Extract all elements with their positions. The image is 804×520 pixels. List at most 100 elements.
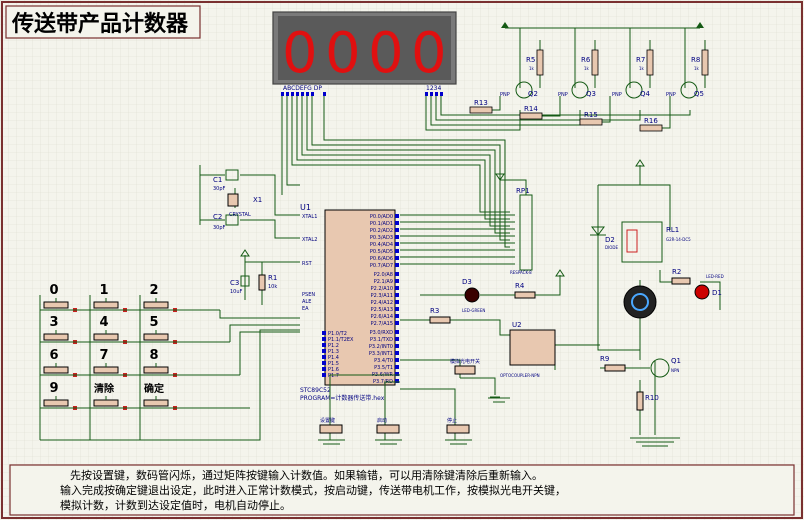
q5-ref: Q5 [694,90,704,98]
led-d1 [694,284,710,300]
description-line-3: 模拟计数，计数到达设定值时，电机自动停止。 [60,498,291,512]
p0-pin-marker-7 [395,263,399,267]
mcu-rst: RST [302,261,313,267]
q1-val: NPN [671,368,679,373]
p3-pin-7: P3.7/RD [373,379,393,385]
r7-val: 1k [639,66,645,71]
rp1-bus [400,173,527,265]
led-d3 [464,287,480,303]
keypad-button-label-3: 3 [49,315,58,330]
mcu-ea: EA [302,306,309,312]
r5-ref: R5 [526,56,535,64]
r5-val: 1k [529,66,535,71]
p2-pin-marker-5 [395,307,399,311]
p1-pin-marker-3 [322,349,326,353]
keypad-switch-body-9 [43,399,69,407]
q5-val: PNP [666,92,676,98]
r14-ref: R14 [524,105,538,113]
rp1-val: RESPACK-8 [510,270,532,275]
relay-rl1: RL1 G2R-14-DC5 [621,221,691,263]
keypad-switch-body-3 [43,333,69,341]
d3-ref: D3 [462,278,472,286]
sim-switch[interactable] [454,365,476,375]
keypad-switch-body-8 [143,366,169,374]
keypad-button-label-9: 9 [49,381,58,396]
display-digit-2: 0 [325,21,361,86]
u2-val: OPTOCOUPLER-NPN [500,373,540,378]
c1-val: 30pF [213,186,226,192]
resistor-r8 [701,49,709,76]
u2-ref: U2 [512,321,522,329]
resistor-r9 [604,364,626,372]
p0-pin-marker-4 [395,242,399,246]
p2-pin-3: P2.3/A11 [371,293,393,299]
p2-pin-1: P2.1/A9 [374,279,393,285]
r4-ref: R4 [515,282,525,290]
crystal-x1 [227,193,239,207]
r1-val: 10k [268,284,277,290]
r1-ref: R1 [268,274,277,282]
start-button-label: 启动 [377,417,387,424]
rl1-ref: RL1 [666,226,679,234]
keypad-switch-body-1 [93,301,119,309]
mcu-xtal1: XTAL1 [302,214,317,220]
p2-pin-6: P2.6/A14 [371,314,393,320]
q3-val: PNP [558,92,568,98]
p2-pin-marker-4 [395,300,399,304]
display-seg-bus [281,96,691,248]
p1-pin-6: P1.6 [328,367,339,373]
p0-pin-4: P0.4/AD4 [370,242,393,248]
p0-pin-5: P0.5/AD5 [370,249,393,255]
resistor-r3 [429,316,451,324]
r10-ref: R10 [645,394,659,402]
resistor-r5 [536,49,544,76]
p1-pin-7: P1.7 [328,373,339,379]
stop-button-label: 停止 [447,417,457,424]
pnp-q3: Q3 PNP [558,81,596,99]
p0-pin-3: P0.3/AD3 [370,235,393,241]
sim-switch-label: 模拟光电开关 [450,358,480,365]
q2-val: PNP [500,92,510,98]
q4-val: PNP [612,92,622,98]
p2-pin-marker-0 [395,272,399,276]
p2-pin-0: P2.0/A8 [374,272,393,278]
keypad-switch-body-0 [43,301,69,309]
p3-pin-marker-4 [395,358,399,362]
p0-pin-7: P0.7/AD7 [370,263,393,269]
pnp-q2: Q2 PNP [500,81,538,99]
r6-ref: R6 [581,56,591,64]
p1-pin-marker-6 [322,367,326,371]
capacitor-c3 [240,275,250,287]
start-button[interactable] [376,424,400,434]
p3-pin-3: P3.3/INT1 [369,351,393,357]
p3-pin-2: P3.2/INT0 [369,344,393,350]
p0-pin-6: P0.6/AD6 [370,256,393,262]
mcu-name: STC89C52 [300,387,331,394]
p3-pin-marker-2 [395,344,399,348]
display-digit-1: 0 [282,21,318,86]
d1-val: LED-RED [706,274,724,279]
resistor-r13 [469,106,493,114]
q4-ref: Q4 [640,90,651,98]
p3-pin-marker-1 [395,337,399,341]
p2-pin-marker-6 [395,314,399,318]
c3-ref: C3 [230,279,239,287]
p3-pin-marker-7 [395,379,399,383]
r13-ref: R13 [474,99,488,107]
description-line-1: 先按设置键，数码管闪烁，通过矩阵按键输入计数值。如果输错，可以用清除键清除后重新… [70,468,543,482]
keypad-button-label-6: 6 [49,348,58,363]
p3-pin-4: P3.4/T0 [374,358,393,364]
set-button[interactable] [319,424,343,434]
crystal-wires [199,165,300,239]
p0-pin-marker-6 [395,256,399,260]
p3-pin-1: P3.1/TXD [370,337,393,343]
motor [623,285,657,319]
p3-pin-marker-6 [395,372,399,376]
mcu-ale: ALE [302,299,311,305]
p0-pin-marker-5 [395,249,399,253]
stop-button[interactable] [446,424,470,434]
p1-pin-0: P1.0/T2 [328,331,347,337]
p3-pin-marker-3 [395,351,399,355]
